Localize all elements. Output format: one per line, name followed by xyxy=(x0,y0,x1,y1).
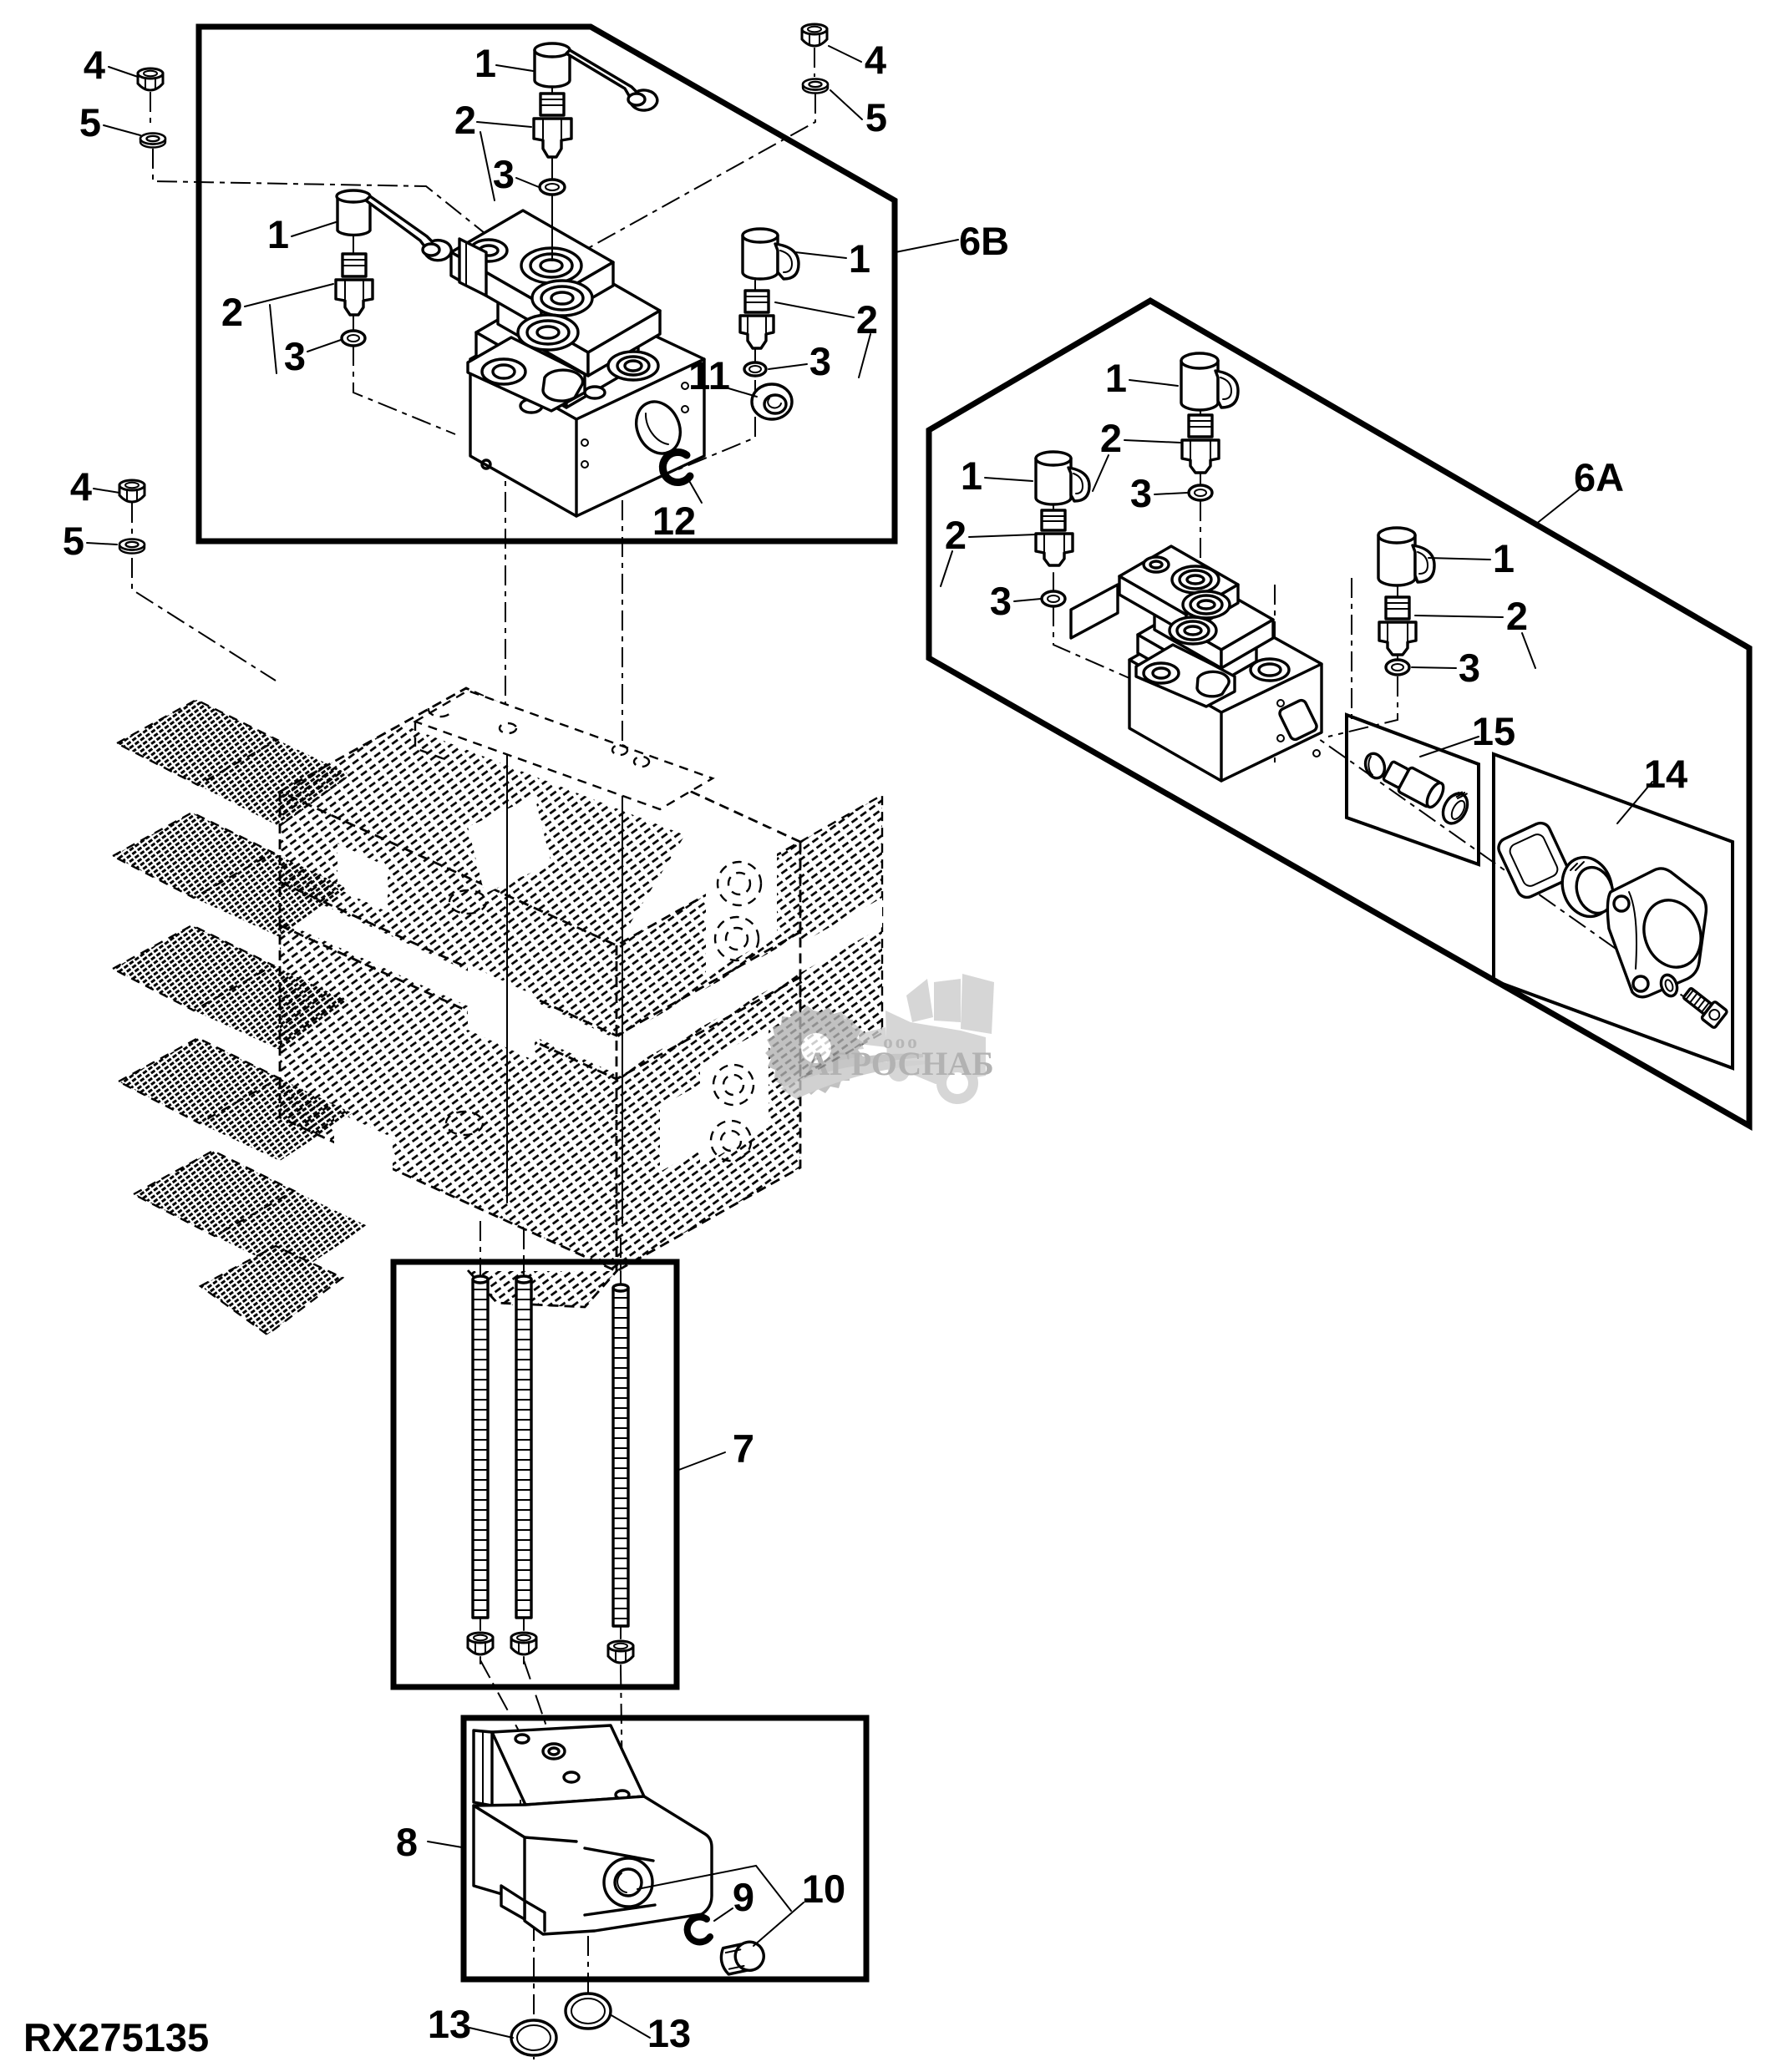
svg-text:4: 4 xyxy=(70,464,92,509)
svg-text:1: 1 xyxy=(849,236,870,281)
svg-text:1: 1 xyxy=(1493,536,1515,580)
svg-text:3: 3 xyxy=(809,339,831,383)
svg-text:1: 1 xyxy=(474,41,496,85)
svg-text:1: 1 xyxy=(1105,356,1127,400)
svg-text:8: 8 xyxy=(396,1820,418,1864)
svg-text:2: 2 xyxy=(454,98,476,142)
svg-text:9: 9 xyxy=(733,1875,754,1919)
svg-text:3: 3 xyxy=(284,334,306,378)
svg-text:13: 13 xyxy=(428,2002,471,2046)
svg-text:1: 1 xyxy=(267,212,289,256)
svg-text:13: 13 xyxy=(647,2011,691,2055)
svg-text:7: 7 xyxy=(733,1426,754,1471)
svg-text:12: 12 xyxy=(652,499,696,543)
svg-text:6B: 6B xyxy=(959,219,1009,263)
svg-text:15: 15 xyxy=(1472,709,1515,753)
svg-text:10: 10 xyxy=(802,1867,845,1911)
svg-text:1: 1 xyxy=(961,453,982,498)
svg-text:3: 3 xyxy=(990,579,1012,623)
svg-text:5: 5 xyxy=(63,519,84,563)
svg-text:2: 2 xyxy=(221,290,243,334)
svg-text:2: 2 xyxy=(945,513,967,557)
svg-text:4: 4 xyxy=(84,43,105,87)
svg-text:4: 4 xyxy=(865,38,886,82)
svg-text:3: 3 xyxy=(1130,471,1152,515)
svg-text:11: 11 xyxy=(688,353,730,398)
svg-text:ооо: ооо xyxy=(883,1031,920,1052)
svg-text:14: 14 xyxy=(1644,752,1687,796)
svg-text:3: 3 xyxy=(1459,646,1480,690)
svg-text:5: 5 xyxy=(79,100,101,144)
svg-text:3: 3 xyxy=(493,152,515,196)
svg-text:6A: 6A xyxy=(1574,455,1624,499)
svg-text:АГРОСНАБ: АГРОСНАБ xyxy=(805,1045,993,1082)
svg-text:2: 2 xyxy=(856,297,878,342)
svg-text:2: 2 xyxy=(1100,416,1122,460)
svg-text:2: 2 xyxy=(1506,594,1528,638)
svg-text:5: 5 xyxy=(865,95,887,139)
svg-text:RX275135: RX275135 xyxy=(23,2015,209,2059)
